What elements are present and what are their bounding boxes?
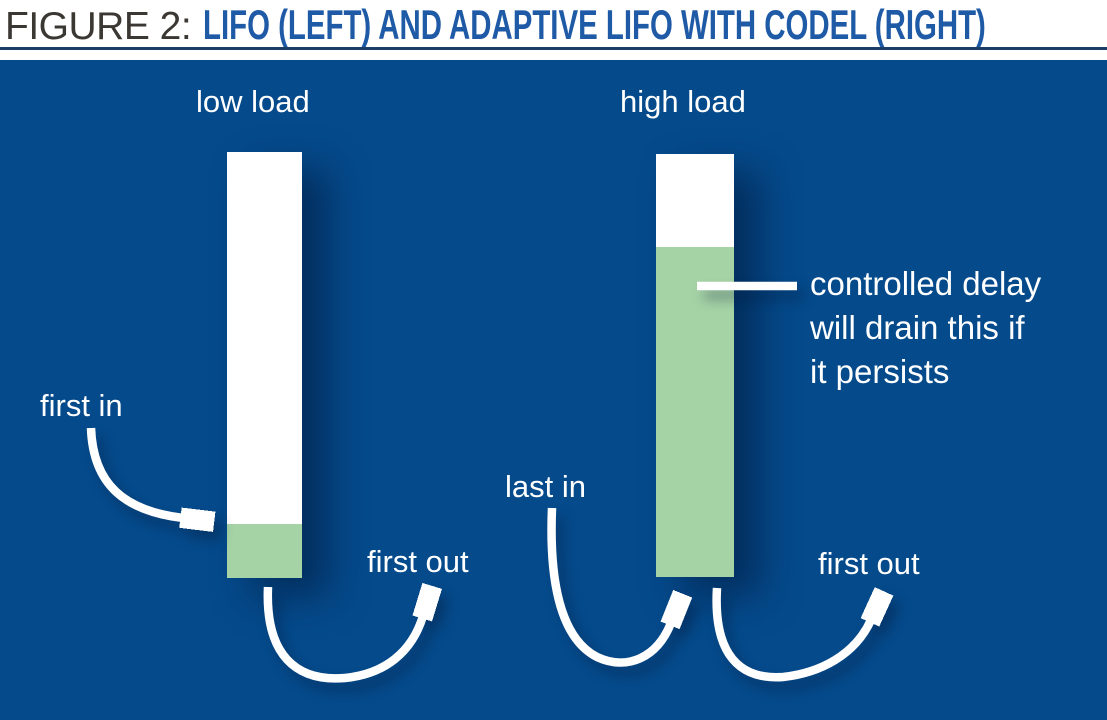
first-in-label: first in [40,388,123,423]
first-out-left-label: first out [367,544,469,579]
high-load-queue-fill [656,247,734,577]
annotation-line-1: controlled delay [810,265,1042,302]
annotation-line-3: it persists [810,353,950,390]
high-load-label: high load [620,84,746,119]
first-out-right-arrow-icon [712,588,871,682]
first-out-left-arrow-icon [263,587,423,683]
annotation-line-2: will drain this if [810,309,1025,346]
first-in-arrow-icon [86,427,183,518]
high-load-queue-bar [656,154,734,577]
title-rule-divider [0,47,1107,50]
controlled-delay-annotation: controlled delay will drain this if it p… [810,262,1041,394]
figure-header: FIGURE 2: LIFO (LEFT) AND ADAPTIVE LIFO W… [5,0,1107,50]
last-in-arrow-icon [547,507,671,667]
first-out-right-label: first out [818,546,920,581]
last-in-label: last in [505,469,586,504]
diagram-panel: low load high load first in first out la… [0,60,1107,720]
low-load-label: low load [196,84,310,119]
arrows-overlay [86,281,1107,683]
low-load-queue-bar [227,152,302,578]
figure-title: LIFO (LEFT) AND ADAPTIVE LIFO WITH CODEL… [203,1,987,48]
figure-label: FIGURE 2: [5,5,192,48]
low-load-queue-fill [227,524,302,578]
